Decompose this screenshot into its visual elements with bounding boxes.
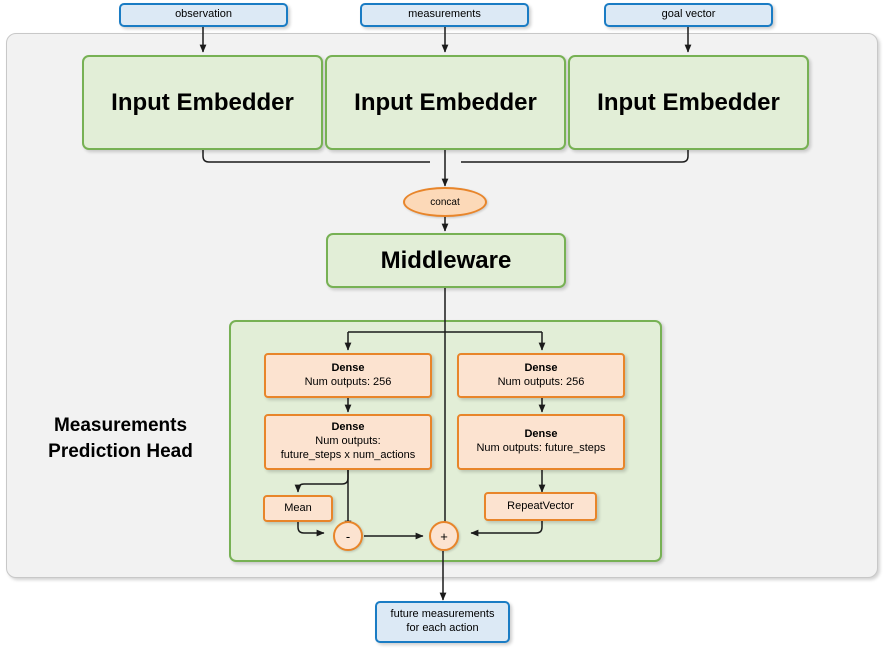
- subtract-operator-label: -: [345, 528, 351, 544]
- dense-right-2[interactable]: Dense Num outputs: future_steps: [457, 414, 625, 470]
- dense-right-1-title: Dense: [524, 361, 558, 374]
- repeat-vector-label: RepeatVector: [507, 499, 574, 512]
- input-embedder-observation[interactable]: Input Embedder: [82, 55, 323, 150]
- add-operator[interactable]: +: [429, 521, 459, 551]
- input-observation-label: observation: [175, 8, 232, 21]
- dense-left-2-title: Dense: [331, 421, 365, 434]
- repeat-vector-block[interactable]: RepeatVector: [484, 492, 597, 521]
- input-embedder-measurements-label: Input Embedder: [354, 88, 537, 116]
- dense-right-2-title: Dense: [524, 428, 558, 441]
- dense-right-1-line1: Num outputs: 256: [497, 375, 585, 388]
- middleware-label: Middleware: [380, 246, 512, 274]
- middleware-block[interactable]: Middleware: [326, 233, 566, 288]
- input-goal-vector-label: goal vector: [661, 8, 716, 21]
- dense-right-2-line1: Num outputs: future_steps: [476, 442, 606, 454]
- mean-label: Mean: [284, 501, 312, 514]
- input-embedder-measurements[interactable]: Input Embedder: [325, 55, 566, 150]
- input-embedder-goal-vector[interactable]: Input Embedder: [568, 55, 809, 150]
- prediction-head-title-line2: Prediction Head: [48, 440, 193, 462]
- dense-left-2[interactable]: Dense Num outputs: future_steps x num_ac…: [264, 414, 432, 470]
- dense-left-2-line1: Num outputs:: [315, 435, 381, 448]
- dense-left-1-line1: Num outputs: 256: [304, 375, 392, 388]
- input-measurements[interactable]: measurements: [360, 3, 529, 27]
- subtract-operator[interactable]: -: [333, 521, 363, 551]
- input-embedder-goal-vector-label: Input Embedder: [597, 88, 780, 116]
- dense-left-1-title: Dense: [331, 361, 365, 374]
- dense-left-2-line2: future_steps x num_actions: [280, 448, 416, 461]
- prediction-head-title-line1: Measurements: [53, 415, 188, 436]
- mean-block[interactable]: Mean: [263, 495, 333, 522]
- dense-right-1[interactable]: Dense Num outputs: 256: [457, 353, 625, 398]
- input-observation[interactable]: observation: [119, 3, 288, 27]
- concat-label: concat: [430, 196, 460, 208]
- output-line1: future measurements: [390, 608, 495, 621]
- dense-left-1[interactable]: Dense Num outputs: 256: [264, 353, 432, 398]
- output-future-measurements[interactable]: future measurements for each action: [375, 601, 510, 643]
- add-operator-label: +: [440, 528, 448, 544]
- concat-node[interactable]: concat: [403, 187, 487, 217]
- input-embedder-observation-label: Input Embedder: [111, 88, 294, 116]
- input-measurements-label: measurements: [408, 8, 481, 21]
- prediction-head-title: Measurements Prediction Head: [18, 413, 223, 464]
- output-line2: for each action: [406, 622, 479, 634]
- input-goal-vector[interactable]: goal vector: [604, 3, 773, 27]
